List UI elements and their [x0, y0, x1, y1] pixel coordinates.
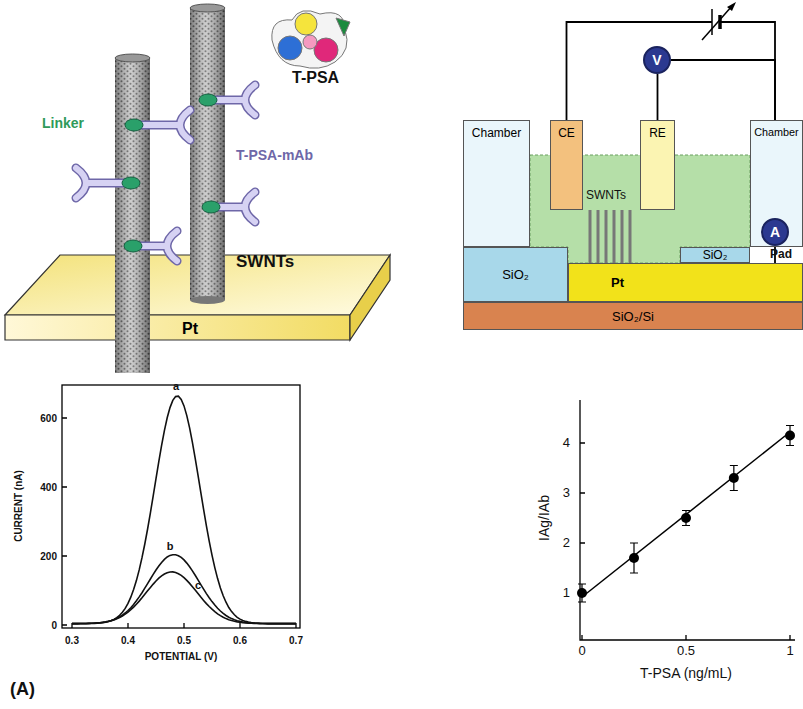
- node-text: RE: [649, 126, 666, 140]
- node-text: SiO₂: [502, 267, 529, 282]
- pad-label: Pad: [770, 248, 792, 261]
- tick-label: 4: [563, 436, 570, 450]
- electrode-box: RE: [640, 120, 675, 210]
- electrode-box: CE: [550, 120, 583, 210]
- tick-label: 1: [563, 586, 570, 600]
- tick-label: 0.4: [121, 635, 135, 646]
- curve-label: a: [173, 380, 179, 392]
- node-text: SiO₂/Si: [612, 309, 654, 324]
- tick-label: 0.5: [177, 635, 191, 646]
- antibody-label: T-PSA-mAb: [236, 148, 313, 163]
- ammeter: A: [761, 218, 789, 246]
- slab-label: Pt: [165, 318, 215, 339]
- node-text: CE: [558, 126, 575, 140]
- node-text: SiO₂: [703, 248, 728, 262]
- data-point: [681, 513, 691, 523]
- data-point: [729, 473, 739, 483]
- oxide-layer: SiO₂: [463, 247, 568, 302]
- tick-label: 0: [51, 620, 57, 631]
- substrate-layer: SiO₂/Si: [463, 302, 803, 330]
- error-bar: [578, 584, 586, 602]
- tick-label: 0.5: [677, 644, 695, 658]
- axis-title: CURRENT (nA): [13, 470, 24, 542]
- data-point: [629, 553, 639, 563]
- data-point: [785, 431, 795, 441]
- data-point: [577, 588, 587, 598]
- tick-label: 3: [563, 486, 570, 500]
- node-text: V: [652, 52, 661, 68]
- nanotube: [115, 4, 225, 373]
- error-bar: [682, 511, 690, 526]
- psa-molecule: [272, 11, 350, 69]
- node-text: Chamber: [754, 126, 798, 138]
- tick-label: 0.3: [65, 635, 79, 646]
- axis-title: POTENTIAL (V): [145, 651, 218, 662]
- protein-label: T-PSA: [292, 69, 339, 87]
- node-text: Chamber: [472, 126, 521, 140]
- tick-label: 0.7: [289, 635, 303, 646]
- tick-label: 600: [40, 413, 57, 424]
- tick-label: 1: [786, 644, 793, 658]
- chart-frame: [62, 385, 300, 628]
- tick-label: 200: [40, 551, 57, 562]
- node-text: Pt: [611, 275, 624, 290]
- current-curve: [72, 572, 296, 624]
- error-bar: [630, 543, 638, 573]
- fit-line: [582, 432, 790, 597]
- current-curve: [72, 555, 296, 624]
- curve-label: b: [167, 540, 174, 552]
- axis-title: T-PSA (ng/mL): [640, 666, 732, 681]
- node-text: A: [770, 224, 780, 240]
- platinum-layer: Pt: [568, 263, 803, 302]
- curve-label: c: [195, 579, 201, 591]
- nanotube: [590, 210, 630, 263]
- voltmeter: V: [643, 46, 671, 74]
- antibody: [76, 85, 255, 261]
- chamber-box: Chamber: [463, 120, 530, 247]
- tick-label: 0: [578, 644, 585, 658]
- node-text: Pt: [182, 320, 198, 338]
- tick-label: 0.6: [233, 635, 247, 646]
- axis-title: IAg/IAb: [537, 495, 552, 541]
- chart-frame: [580, 400, 795, 640]
- tube-label: SWNTs: [236, 253, 294, 272]
- data-point: [577, 426, 795, 603]
- linker: [122, 94, 220, 252]
- error-bar: [730, 466, 738, 491]
- oxide-layer: SiO₂: [680, 247, 750, 263]
- linker-label: Linker: [42, 116, 84, 131]
- panel-label: (A): [10, 680, 35, 700]
- current-curve: [72, 396, 296, 623]
- error-bar: [786, 426, 794, 446]
- wire: [657, 74, 659, 120]
- wire: [567, 22, 776, 218]
- tick-label: 400: [40, 482, 57, 493]
- tick-label: 2: [563, 536, 570, 550]
- tube-label: SWNTs: [586, 189, 626, 202]
